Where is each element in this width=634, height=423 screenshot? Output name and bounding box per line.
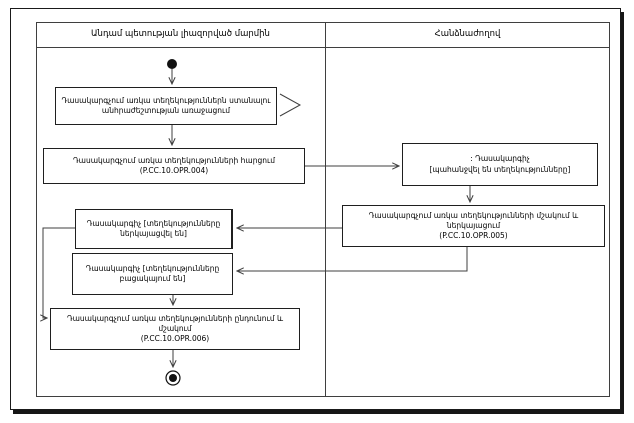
node-need-arises: Դասակարգչում առկա տեղեկություններն ստանա… [55, 87, 277, 125]
lane-header-commission: Հանձնաժողով [434, 29, 501, 39]
node-absent-line1: Դասակարգիչ [տեղեկությունները [85, 263, 220, 273]
node-requested-line1: : Դասակարգիչ [470, 154, 530, 164]
node-requested-line2: [պահանջվել են տեղեկությունները] [429, 164, 571, 174]
node-receive-and-process: Դասակարգչում առկա տեղեկությունների ընդու… [50, 308, 300, 350]
edge-presented-to-receive [43, 227, 75, 318]
node-absent-line2: բացակայում են] [119, 274, 186, 283]
node-present-code: (P.CC.10.OPR.005) [439, 231, 508, 241]
initial-node-icon [167, 59, 177, 69]
swimlane-border [36, 22, 610, 397]
node-need-line2: անհրաժեշտության առաջացում [101, 106, 231, 115]
node-presented-line2: ներկայացվել են] [120, 229, 187, 238]
node-receive-code: (P.CC.10.OPR.006) [140, 334, 210, 344]
node-presented-line1: Դասակարգիչ [տեղեկությունները [86, 218, 221, 228]
node-receive-line1: Դասակարգչում առկա տեղեկությունների ընդու… [66, 313, 284, 333]
node-need-line1: Դասակարգչում առկա տեղեկություններն ստանա… [61, 95, 271, 105]
node-query-information: Դասակարգչում առկա տեղեկությունների հարցո… [43, 148, 305, 184]
edge-present-to-absent [237, 247, 468, 271]
node-query-code: (P.CC.10.OPR.004) [139, 166, 209, 175]
swimlane-table [36, 22, 610, 397]
node-process-and-present: Դասակարգչում առկա տեղեկությունների մշակո… [342, 205, 605, 247]
node-classifier-absent: Դասակարգիչ [տեղեկությունները բացակայում … [72, 253, 233, 295]
node-present-line1: Դասակարգչում առկա տեղեկությունների մշակո… [368, 210, 579, 230]
send-signal-chevron-icon [279, 93, 302, 117]
lane-header-authorized-body: Անդամ պետության լիազորված մարմին [91, 29, 270, 39]
node-classifier-presented: Դասակարգիչ [տեղեկությունները ներկայացվել… [75, 209, 233, 249]
node-classifier-requested: : Դասակարգիչ [պահանջվել են տեղեկությունն… [402, 143, 598, 186]
final-node-icon [165, 370, 181, 386]
node-query-line1: Դասակարգչում առկա տեղեկությունների հարցո… [73, 155, 275, 165]
